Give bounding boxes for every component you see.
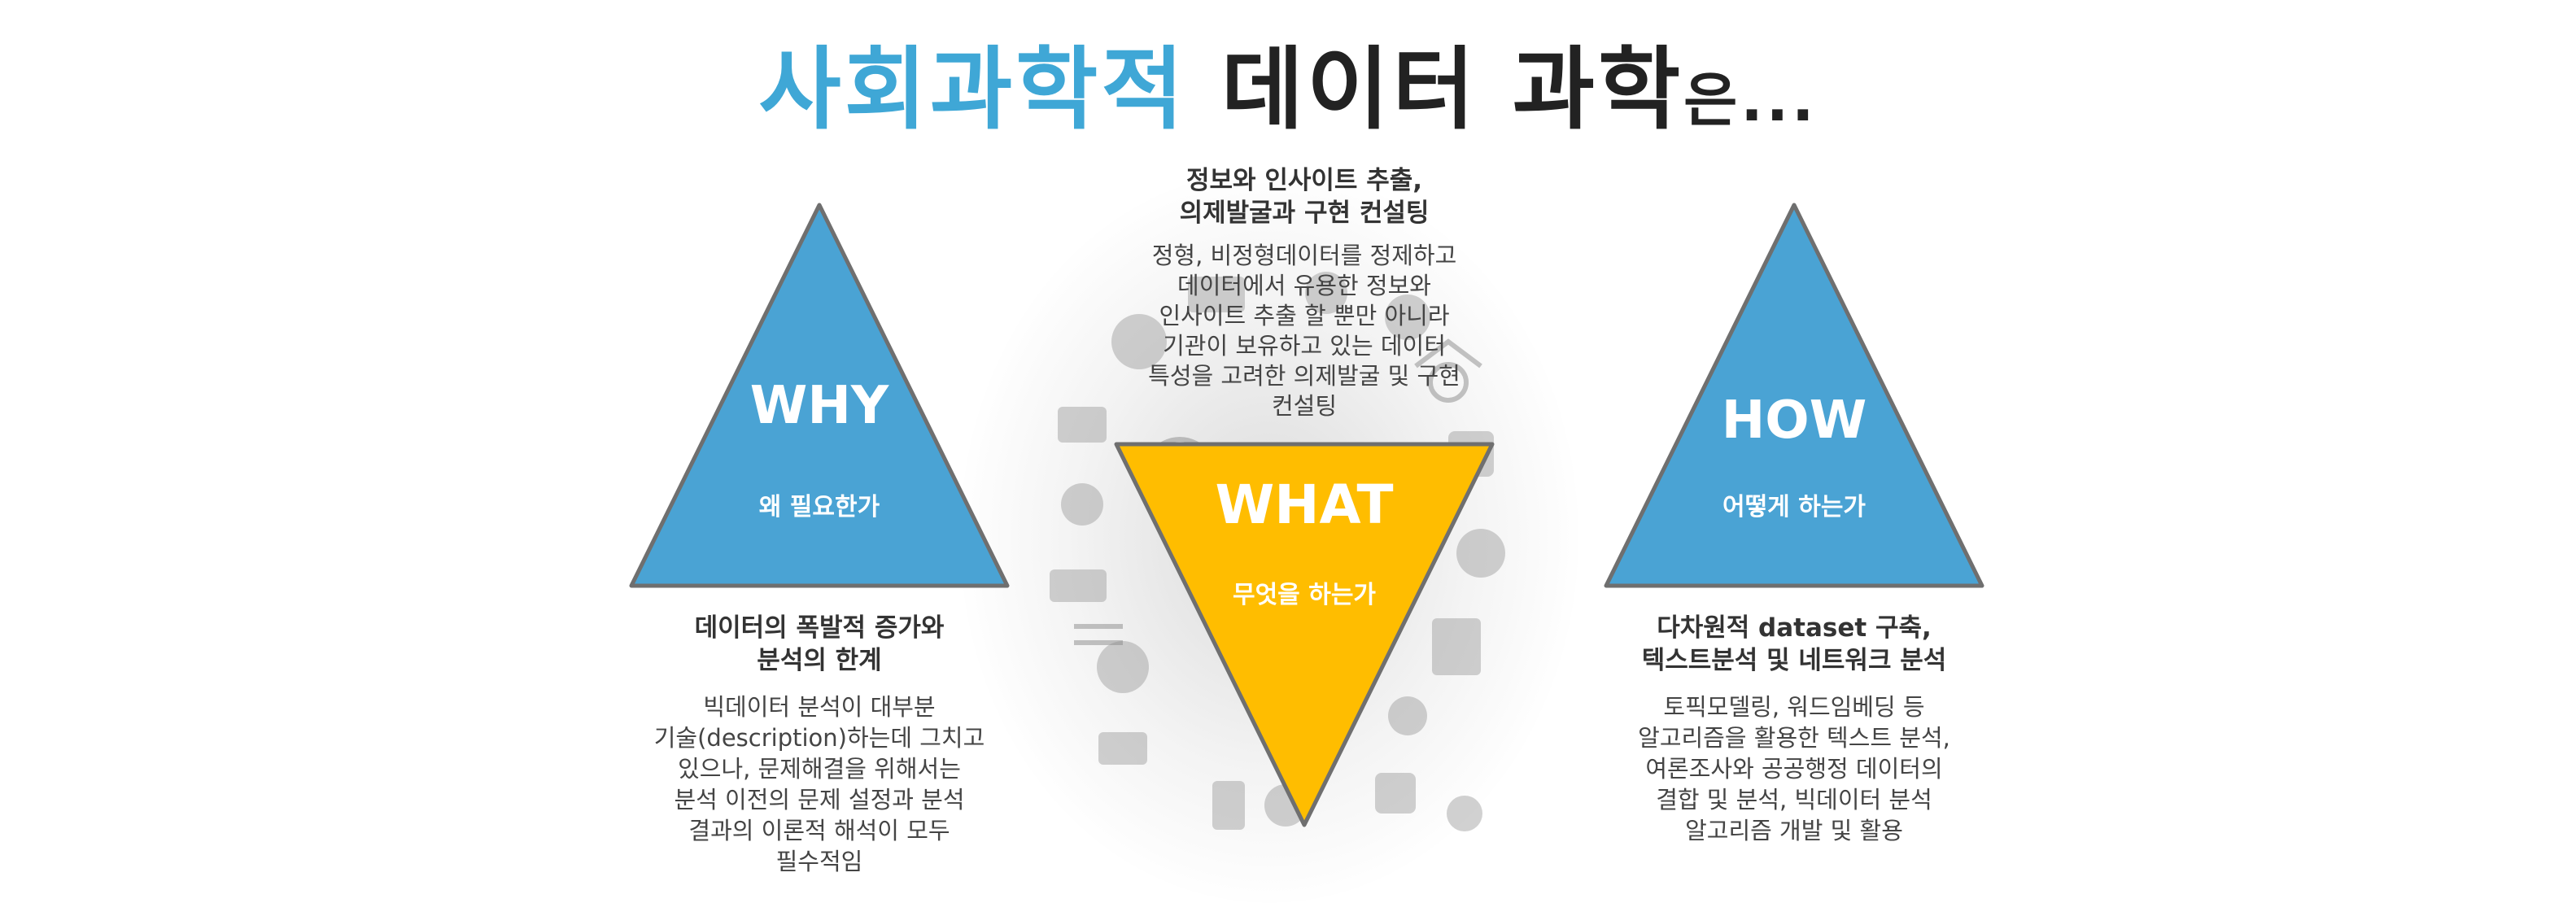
what-body-line: 정형, 비정형데이터를 정제하고 (1151, 242, 1457, 269)
why-body: 빅데이터 분석이 대부분 기술(description)하는데 그치고 있으나,… (570, 691, 1069, 877)
how-heading-line: 텍스트분석 및 네트워크 분석 (1641, 646, 1947, 675)
why-heading: 데이터의 폭발적 증가와 분석의 한계 (570, 612, 1069, 677)
why-body-line: 빅데이터 분석이 대부분 (703, 693, 936, 721)
why-body-line: 있으나, 문제해결을 위해서는 (678, 755, 961, 783)
how-body-line: 알고리즘을 활용한 텍스트 분석, (1638, 724, 1950, 752)
what-body-line: 인사이트 추출 할 뿐만 아니라 (1159, 302, 1450, 329)
how-description: 다차원적 dataset 구축, 텍스트분석 및 네트워크 분석 토픽모델링, … (1530, 612, 2059, 846)
what-heading-line: 정보와 인사이트 추출, (1185, 166, 1423, 195)
what-label: WHAT (1215, 473, 1394, 536)
title-main: 데이터 과학 (1220, 37, 1684, 142)
why-body-line: 분석 이전의 문제 설정과 분석 (674, 786, 965, 814)
what-body-line: 기관이 보유하고 있는 데이터 (1163, 332, 1446, 360)
what-heading: 정보와 인사이트 추출, 의제발굴과 구현 컨설팅 (1058, 164, 1551, 229)
why-heading-line: 분석의 한계 (757, 646, 882, 675)
how-body-line: 알고리즘 개발 및 활용 (1685, 817, 1903, 844)
how-heading: 다차원적 dataset 구축, 텍스트분석 및 네트워크 분석 (1530, 612, 2059, 677)
what-sublabel: 무엇을 하는가 (1232, 581, 1377, 609)
what-body-line: 데이터에서 유용한 정보와 (1177, 272, 1431, 299)
how-label: HOW (1721, 390, 1867, 451)
why-description: 데이터의 폭발적 증가와 분석의 한계 빅데이터 분석이 대부분 기술(desc… (570, 612, 1069, 877)
why-heading-line: 데이터의 폭발적 증가와 (694, 613, 945, 643)
what-heading-line: 의제발굴과 구현 컨설팅 (1179, 198, 1430, 228)
what-body-line: 컨설팅 (1271, 392, 1338, 420)
title-accent: 사회과학적 (758, 37, 1187, 142)
how-body: 토픽모델링, 워드임베딩 등 알고리즘을 활용한 텍스트 분석, 여론조사와 공… (1530, 691, 2059, 846)
what-body-line: 특성을 고려한 의제발굴 및 구현 (1148, 362, 1460, 390)
what-description: 정보와 인사이트 추출, 의제발굴과 구현 컨설팅 정형, 비정형데이터를 정제… (1058, 164, 1551, 421)
why-sublabel: 왜 필요한가 (758, 493, 880, 521)
how-sublabel: 어떻게 하는가 (1722, 493, 1867, 521)
how-body-line: 토픽모델링, 워드임베딩 등 (1663, 693, 1925, 721)
how-heading-line: 다차원적 dataset 구축, (1657, 613, 1932, 643)
page-title: 사회과학적 데이터 과학은... (0, 16, 2576, 146)
how-triangle (1604, 203, 1984, 588)
why-body-line: 기술(description)하는데 그치고 (653, 724, 985, 752)
title-suffix: 은... (1683, 66, 1818, 134)
why-body-line: 필수적임 (775, 848, 863, 875)
how-body-line: 여론조사와 공공행정 데이터의 (1645, 755, 1943, 783)
why-label: WHY (749, 376, 889, 436)
what-body: 정형, 비정형데이터를 정제하고 데이터에서 유용한 정보와 인사이트 추출 할… (1058, 241, 1551, 421)
why-triangle (629, 203, 1010, 588)
why-body-line: 결과의 이론적 해석이 모두 (688, 817, 950, 844)
how-body-line: 결합 및 분석, 빅데이터 분석 (1656, 786, 1932, 814)
what-triangle (1114, 442, 1495, 827)
